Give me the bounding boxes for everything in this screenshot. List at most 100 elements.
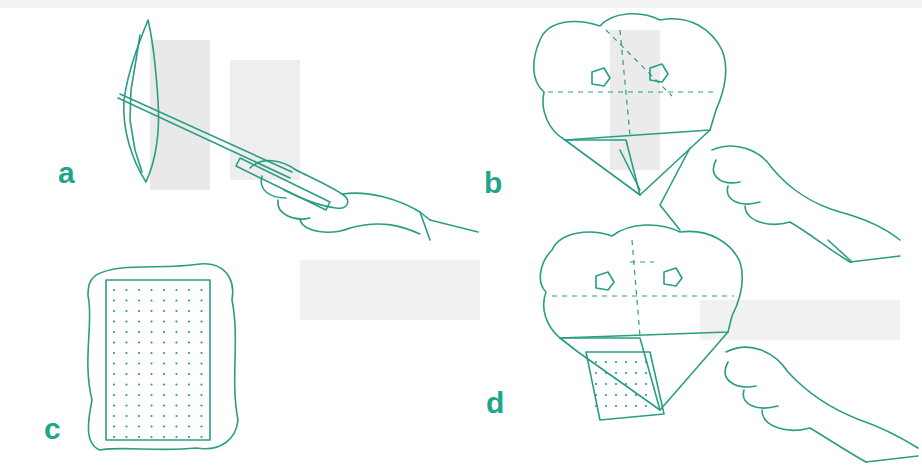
pad-dot xyxy=(163,299,165,301)
pad-dot xyxy=(138,320,140,322)
paper-cone xyxy=(560,338,660,410)
pad-dot xyxy=(125,320,127,322)
pad-dot xyxy=(200,373,202,375)
pad-dot xyxy=(188,404,190,406)
pad-dot xyxy=(595,394,597,396)
pad-dots xyxy=(113,289,203,438)
pad-dot xyxy=(163,394,165,396)
hand-back xyxy=(342,193,430,220)
pad-dot xyxy=(150,425,152,427)
pad-dot xyxy=(125,415,127,417)
pad-dot xyxy=(625,394,627,396)
pad-dot xyxy=(138,331,140,333)
pad-dot xyxy=(163,425,165,427)
pad-dot xyxy=(200,383,202,385)
pad-dot xyxy=(175,404,177,406)
pad-dot xyxy=(163,404,165,406)
pad-dot xyxy=(635,394,637,396)
pad-dot xyxy=(200,436,202,438)
pad-dot xyxy=(138,310,140,312)
fold-line xyxy=(548,30,716,135)
pad-dot xyxy=(125,341,127,343)
hand-fingers xyxy=(725,362,866,462)
pad-dot xyxy=(188,320,190,322)
pad-dot xyxy=(138,415,140,417)
pad-dot xyxy=(163,373,165,375)
pad-dot xyxy=(595,405,597,407)
paper-edge xyxy=(620,148,690,230)
pad-dot xyxy=(175,299,177,301)
pad-dot xyxy=(125,404,127,406)
pad-dot xyxy=(113,383,115,385)
pad-dot xyxy=(645,394,647,396)
pad-dot xyxy=(125,394,127,396)
hand-fingers xyxy=(713,160,850,262)
pad-dot xyxy=(175,352,177,354)
pad-dot xyxy=(188,415,190,417)
pad-dot xyxy=(615,405,617,407)
pad-dot xyxy=(175,425,177,427)
pad-dot xyxy=(138,341,140,343)
pad-dot xyxy=(175,320,177,322)
pad-dot xyxy=(615,372,617,374)
cloth-sheet xyxy=(88,264,238,450)
pad-dot xyxy=(163,362,165,364)
pad-dot xyxy=(200,352,202,354)
pad-dot xyxy=(138,299,140,301)
pad-dot xyxy=(125,436,127,438)
pad-dot xyxy=(113,341,115,343)
pad-dot xyxy=(150,289,152,291)
pad-dot xyxy=(163,436,165,438)
paper-cone xyxy=(560,332,728,410)
pad-dot xyxy=(125,299,127,301)
panel-letter: a xyxy=(58,158,75,188)
pad-dot xyxy=(188,383,190,385)
pad-dot xyxy=(645,372,647,374)
knife-handle xyxy=(236,158,330,210)
pad-dot xyxy=(595,383,597,385)
pad-dot xyxy=(200,320,202,322)
pad-dot xyxy=(125,425,127,427)
pad-dot xyxy=(125,289,127,291)
pad-dot xyxy=(175,383,177,385)
pad-dot xyxy=(200,310,202,312)
pad-dot xyxy=(150,299,152,301)
pad-dot xyxy=(163,415,165,417)
pad-dot xyxy=(125,331,127,333)
pad-dot xyxy=(188,299,190,301)
panel-letter: b xyxy=(484,168,502,198)
background-shape xyxy=(610,30,660,170)
pad-dot xyxy=(138,362,140,364)
pad-dot xyxy=(188,331,190,333)
pad-dot xyxy=(125,352,127,354)
pad-dot xyxy=(635,383,637,385)
filter-pad xyxy=(106,280,210,440)
pad-dot xyxy=(150,373,152,375)
pad-dot xyxy=(188,394,190,396)
pad-dot xyxy=(645,405,647,407)
pad-dot xyxy=(188,425,190,427)
eye-hole xyxy=(664,268,682,286)
pad-dot xyxy=(635,361,637,363)
pad-dot xyxy=(188,436,190,438)
pad-dot xyxy=(113,425,115,427)
panel-a-drawing xyxy=(118,20,478,240)
pad-dot xyxy=(163,341,165,343)
pad-dot xyxy=(138,383,140,385)
pad-dot xyxy=(188,310,190,312)
hand-outline xyxy=(712,146,900,240)
pad-dot xyxy=(113,373,115,375)
pad-dot xyxy=(188,341,190,343)
pad-dot xyxy=(605,405,607,407)
hand-outline xyxy=(726,347,918,448)
pad-dot xyxy=(113,404,115,406)
pad-dot xyxy=(635,405,637,407)
background-shape xyxy=(230,60,300,180)
pad-dot xyxy=(175,310,177,312)
pad-dot xyxy=(605,361,607,363)
pad-dot xyxy=(615,383,617,385)
pad-dot xyxy=(595,361,597,363)
cloth-edge xyxy=(124,20,159,182)
pad-dot xyxy=(635,372,637,374)
pad-dot xyxy=(138,425,140,427)
